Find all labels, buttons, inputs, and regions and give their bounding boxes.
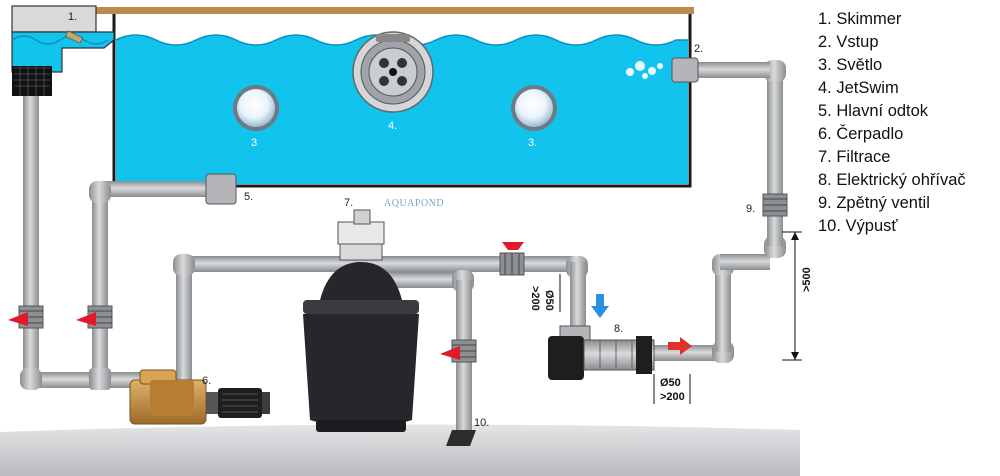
watermark: AQUAPOND — [384, 198, 444, 209]
legend-item-filter: 7. Filtrace — [818, 148, 891, 166]
valve-handle-left-1 — [8, 312, 28, 326]
legend-item-light: 3. Světlo — [818, 56, 883, 74]
pool-light-left — [233, 85, 279, 131]
outlet-drain — [446, 430, 476, 446]
valve-handle-top — [502, 242, 524, 250]
callout-filter: 7. — [344, 197, 353, 209]
electric-heater — [548, 325, 655, 380]
inlet-fitting — [671, 57, 699, 83]
flow-arrow-down — [591, 294, 609, 318]
legend-item-pump: 6. Čerpadlo — [818, 125, 904, 143]
callout-skimmer: 1. — [68, 11, 77, 23]
skimmer — [11, 5, 115, 96]
pool-light-right — [511, 85, 557, 131]
callout-light-right: 3. — [528, 137, 537, 149]
callout-jetswim: 4. — [388, 120, 397, 132]
callout-heater: 8. — [614, 323, 623, 335]
callout-pump: 6. — [202, 375, 211, 387]
callout-main-drain: 5. — [244, 191, 253, 203]
callout-check-valve: 9. — [746, 203, 755, 215]
legend-item-main-drain: 5. Hlavní odtok — [818, 102, 929, 120]
pool-wall — [112, 14, 692, 188]
valve-handle-outlet — [440, 346, 460, 360]
valve-handle-left-2 — [76, 312, 96, 326]
union-top — [499, 252, 525, 276]
main-drain-fitting — [205, 173, 237, 205]
sand-filter — [303, 209, 419, 432]
callout-inlet: 2. — [694, 43, 703, 55]
legend-item-inlet: 2. Vstup — [818, 33, 879, 51]
dimension-left-length: >200 — [529, 286, 541, 311]
bottom-dimension — [653, 374, 691, 404]
dimension-left-diameter: Ø50 — [543, 290, 555, 311]
callout-outlet: 10. — [474, 417, 489, 429]
legend-item-jetswim: 4. JetSwim — [818, 79, 899, 97]
legend-item-check-valve: 9. Zpětný ventil — [818, 194, 930, 212]
pump — [129, 369, 270, 425]
legend: 1. Skimmer 2. Vstup 3. Světlo 4. JetSwim… — [818, 8, 966, 238]
inlet-bubbles — [626, 61, 663, 79]
legend-item-outlet: 10. Výpusť — [818, 217, 898, 235]
dimension-bottom-length: >200 — [660, 391, 685, 403]
pool-deck — [88, 7, 694, 14]
jetswim-unit — [352, 31, 434, 113]
flow-arrow-right — [668, 337, 692, 355]
dimension-height: >500 — [801, 267, 813, 292]
callout-light-left: 3 — [251, 137, 257, 149]
legend-item-heater: 8. Elektrický ohřívač — [818, 171, 966, 189]
height-dimension — [782, 231, 802, 361]
dimension-bottom-diameter: Ø50 — [660, 377, 681, 389]
check-valve — [762, 193, 788, 217]
legend-item-skimmer: 1. Skimmer — [818, 10, 902, 28]
ground — [0, 424, 800, 476]
